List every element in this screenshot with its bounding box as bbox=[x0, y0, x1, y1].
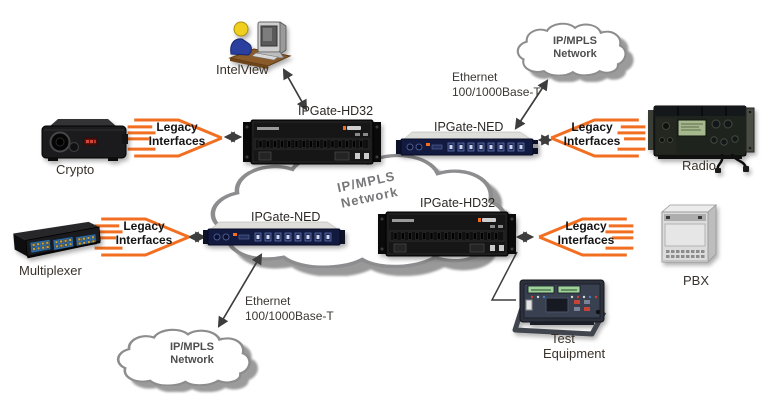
crypto-label: Crypto bbox=[56, 162, 95, 177]
line-hd32-test-equipment bbox=[490, 251, 518, 301]
ipgate-hd32-mid-label: IPGate-HD32 bbox=[420, 196, 496, 210]
crypto-box-icon bbox=[41, 119, 128, 161]
ethernet-multiplexer-icon bbox=[13, 221, 101, 259]
legacy-interfaces-arrow-bottom-right bbox=[538, 217, 634, 257]
test-equipment-label: Test Equipment bbox=[543, 331, 606, 361]
intelview-label: IntelView bbox=[216, 62, 269, 77]
pbx-cabinet-icon bbox=[660, 204, 718, 263]
pbx-label: PBX bbox=[683, 273, 710, 288]
cloud-icon-top-right bbox=[516, 22, 627, 76]
rack-1u-gateway-icon-ned-mid bbox=[203, 221, 345, 246]
arrow-ned-cloud-bottom bbox=[217, 253, 263, 328]
field-radio-icon bbox=[648, 105, 755, 173]
ipgate-ned-top-label: IPGate-NED bbox=[434, 120, 504, 134]
legacy-interfaces-arrow-top-right bbox=[550, 118, 646, 158]
cloud-icon-bottom-left bbox=[116, 328, 251, 386]
rack-2u-gateway-icon-hd32-mid bbox=[378, 211, 516, 257]
benchtop-tester-icon bbox=[512, 279, 607, 337]
rack-1u-gateway-icon-ned-top bbox=[396, 131, 538, 156]
rack-2u-gateway-icon-hd32-top bbox=[243, 119, 381, 165]
ipgate-hd32-top-label: IPGate-HD32 bbox=[298, 104, 374, 118]
operator-workstation-icon bbox=[228, 21, 292, 69]
ipgate-ned-mid-label: IPGate-NED bbox=[251, 210, 321, 224]
legacy-interfaces-arrow-top-left bbox=[127, 118, 223, 158]
arrow-intelview-hd32 bbox=[282, 68, 308, 111]
multiplexer-label: Multiplexer bbox=[19, 263, 82, 278]
radio-label: Radio bbox=[682, 158, 716, 173]
arrow-ned-cloud-top bbox=[514, 79, 549, 130]
